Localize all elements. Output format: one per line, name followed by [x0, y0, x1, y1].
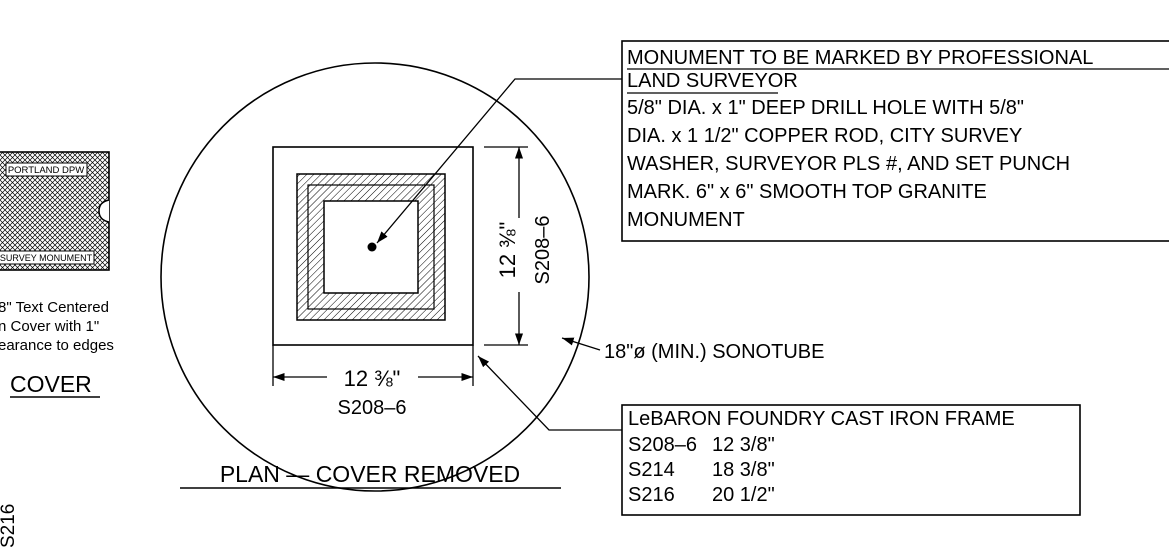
- frame-table: LeBARON FOUNDRY CAST IRON FRAME S208–6 1…: [621, 404, 1081, 516]
- frame-row-code: S208–6: [628, 434, 697, 456]
- vertical-dimension: 12 ⅜" S208–6: [484, 146, 554, 346]
- monument-note-box: [621, 40, 1169, 242]
- horizontal-dimension-value: 12 ⅜": [344, 366, 401, 391]
- monument-note-line-4: MARK. 6" x 6" SMOOTH TOP GRANITE: [627, 181, 987, 203]
- cover-note-line-3: earance to edges: [0, 337, 114, 354]
- monument-note-heading-2: LAND SURVEYOR: [627, 70, 798, 92]
- sonotube-leader: [561, 337, 601, 351]
- frame-row-code: S216: [628, 484, 675, 506]
- frame-row-code: S214: [628, 459, 675, 481]
- horizontal-dimension: 12 ⅜" S208–6: [272, 345, 474, 419]
- monument-note-line-3: WASHER, SURVEYOR PLS #, AND SET PUNCH: [627, 153, 1070, 175]
- vertical-dimension-value: 12 ⅜": [495, 222, 520, 279]
- frame-row-size: 12 3/8": [712, 434, 775, 456]
- vertical-dimension-code: S208–6: [532, 216, 554, 285]
- leader-lines: 18"ø (MIN.) SONOTUBE: [376, 78, 824, 431]
- cover-lift-notch: [98, 199, 110, 223]
- frame-row-size: 20 1/2": [712, 484, 775, 506]
- cover-note-line-2: n Cover with 1": [0, 318, 99, 335]
- sonotube-label: 18"ø (MIN.) SONOTUBE: [604, 341, 824, 363]
- frame-table-leader: [477, 355, 622, 431]
- frame-outer-square: [272, 146, 474, 346]
- monument-note-line-1: 5/8" DIA. x 1" DEEP DRILL HOLE WITH 5/8": [627, 97, 1024, 119]
- cover-note-line-1: 8" Text Centered: [0, 299, 109, 316]
- plan-view: 12 ⅜" S208–6 12 ⅜" S208–6 PLAN — COVER R…: [160, 62, 590, 492]
- frame-table-title: LeBARON FOUNDRY CAST IRON FRAME: [628, 408, 1015, 430]
- plan-title: PLAN — COVER REMOVED: [220, 461, 520, 487]
- cover-plate-bottom-text: SURVEY MONUMENT: [0, 253, 93, 263]
- frame-table-box: [621, 404, 1081, 516]
- cover-detail: PORTLAND DPW SURVEY MONUMENT 8" Text Cen…: [0, 151, 114, 547]
- monument-note: MONUMENT TO BE MARKED BY PROFESSIONAL LA…: [621, 40, 1169, 242]
- monument-drill-hole: [367, 242, 377, 252]
- monument-note-leader: [376, 78, 622, 244]
- sonotube-circle: [160, 62, 590, 492]
- cover-side-label: S216: [0, 504, 19, 547]
- horizontal-dimension-code: S208–6: [338, 397, 407, 419]
- cover-title: COVER: [10, 371, 92, 397]
- monument-note-heading-1: MONUMENT TO BE MARKED BY PROFESSIONAL: [627, 47, 1093, 69]
- frame-row-size: 18 3/8": [712, 459, 775, 481]
- cover-plate-top-text: PORTLAND DPW: [8, 165, 84, 176]
- monument-note-line-5: MONUMENT: [627, 209, 745, 231]
- monument-note-line-2: DIA. x 1 1/2" COPPER ROD, CITY SURVEY: [627, 125, 1022, 147]
